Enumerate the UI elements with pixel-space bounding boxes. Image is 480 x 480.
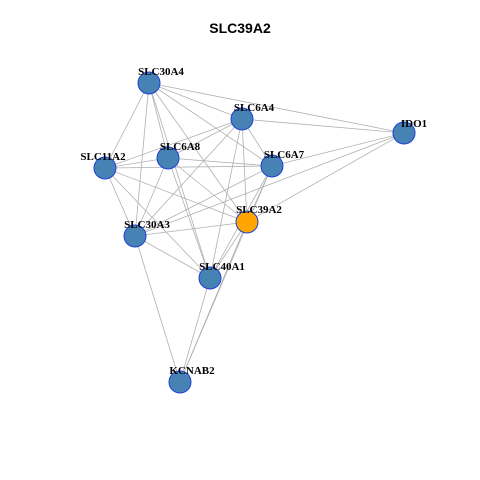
node-circle[interactable] [260, 154, 284, 178]
edge-slc30a3-kcnab2 [134, 235, 181, 383]
node-slc11a2[interactable]: SLC11A2 [80, 151, 126, 180]
node-label: SLC30A4 [138, 66, 184, 78]
node-circle[interactable] [198, 266, 222, 290]
node-slc30a3[interactable]: SLC30A3 [123, 219, 170, 248]
edge-slc30a4-slc6a8 [148, 82, 169, 159]
edge-slc11a2-slc40a1 [104, 167, 211, 279]
edge-slc6a4-slc30a3 [134, 118, 243, 237]
edge-ido1-slc30a3 [134, 132, 405, 237]
edge-slc30a4-slc30a3 [134, 82, 150, 237]
graph-title: SLC39A2 [209, 20, 271, 36]
edge-slc11a2-slc30a3 [104, 167, 136, 237]
edge-slc6a8-slc40a1 [167, 157, 211, 279]
edge-slc40a1-kcnab2 [179, 277, 211, 383]
edge-slc6a8-slc39a2 [167, 157, 248, 223]
node-label: SLC39A2 [236, 204, 282, 216]
edge-slc6a4-slc39a2 [241, 118, 248, 223]
node-label: SLC40A1 [199, 261, 245, 273]
node-circle[interactable] [235, 210, 259, 234]
node-circle[interactable] [93, 156, 117, 180]
edge-ido1-slc6a7 [271, 132, 405, 167]
node-slc30a4[interactable]: SLC30A4 [137, 66, 184, 95]
edge-slc11a2-slc6a7 [104, 165, 273, 169]
node-slc39a2[interactable]: SLC39A2 [235, 204, 282, 234]
edge-slc6a4-slc40a1 [209, 118, 243, 279]
node-label: KCNAB2 [169, 365, 215, 377]
edge-slc30a4-slc6a4 [148, 82, 243, 120]
edge-layer [104, 82, 405, 383]
node-circle[interactable] [123, 224, 147, 248]
edge-slc30a4-slc11a2 [104, 82, 150, 169]
edge-slc30a4-slc39a2 [148, 82, 248, 223]
node-label: IDO1 [401, 118, 427, 130]
edge-slc30a4-slc40a1 [148, 82, 211, 279]
node-ido1[interactable]: IDO1 [392, 118, 427, 145]
edge-slc6a4-slc6a8 [167, 118, 243, 159]
edge-slc39a2-slc30a3 [134, 221, 248, 237]
edge-slc39a2-kcnab2 [179, 221, 248, 383]
node-label: SLC6A7 [264, 149, 305, 161]
edge-slc6a4-slc11a2 [104, 118, 243, 169]
edge-slc30a4-slc6a7 [148, 82, 273, 167]
node-kcnab2[interactable]: KCNAB2 [168, 365, 215, 394]
edge-ido1-slc39a2 [246, 132, 405, 223]
node-label: SLC6A8 [160, 141, 201, 153]
edge-slc6a8-slc6a7 [167, 157, 273, 167]
edge-slc30a3-slc40a1 [134, 235, 211, 279]
node-slc6a8[interactable]: SLC6A8 [156, 141, 201, 170]
edge-slc11a2-slc39a2 [104, 167, 248, 223]
edge-slc6a7-slc30a3 [134, 165, 273, 237]
node-slc6a7[interactable]: SLC6A7 [260, 149, 305, 178]
node-circle[interactable] [168, 370, 192, 394]
node-slc40a1[interactable]: SLC40A1 [198, 261, 245, 290]
node-circle[interactable] [156, 146, 180, 170]
node-slc6a4[interactable]: SLC6A4 [230, 102, 275, 131]
edge-slc6a4-ido1 [241, 118, 405, 134]
node-label: SLC11A2 [80, 151, 126, 163]
node-label: SLC30A3 [124, 219, 170, 231]
edge-slc30a4-ido1 [148, 82, 405, 134]
node-label: SLC6A4 [234, 102, 275, 114]
edge-slc6a8-slc30a3 [134, 157, 169, 237]
node-circle[interactable] [230, 107, 254, 131]
node-circle[interactable] [137, 71, 161, 95]
node-circle[interactable] [392, 121, 416, 145]
